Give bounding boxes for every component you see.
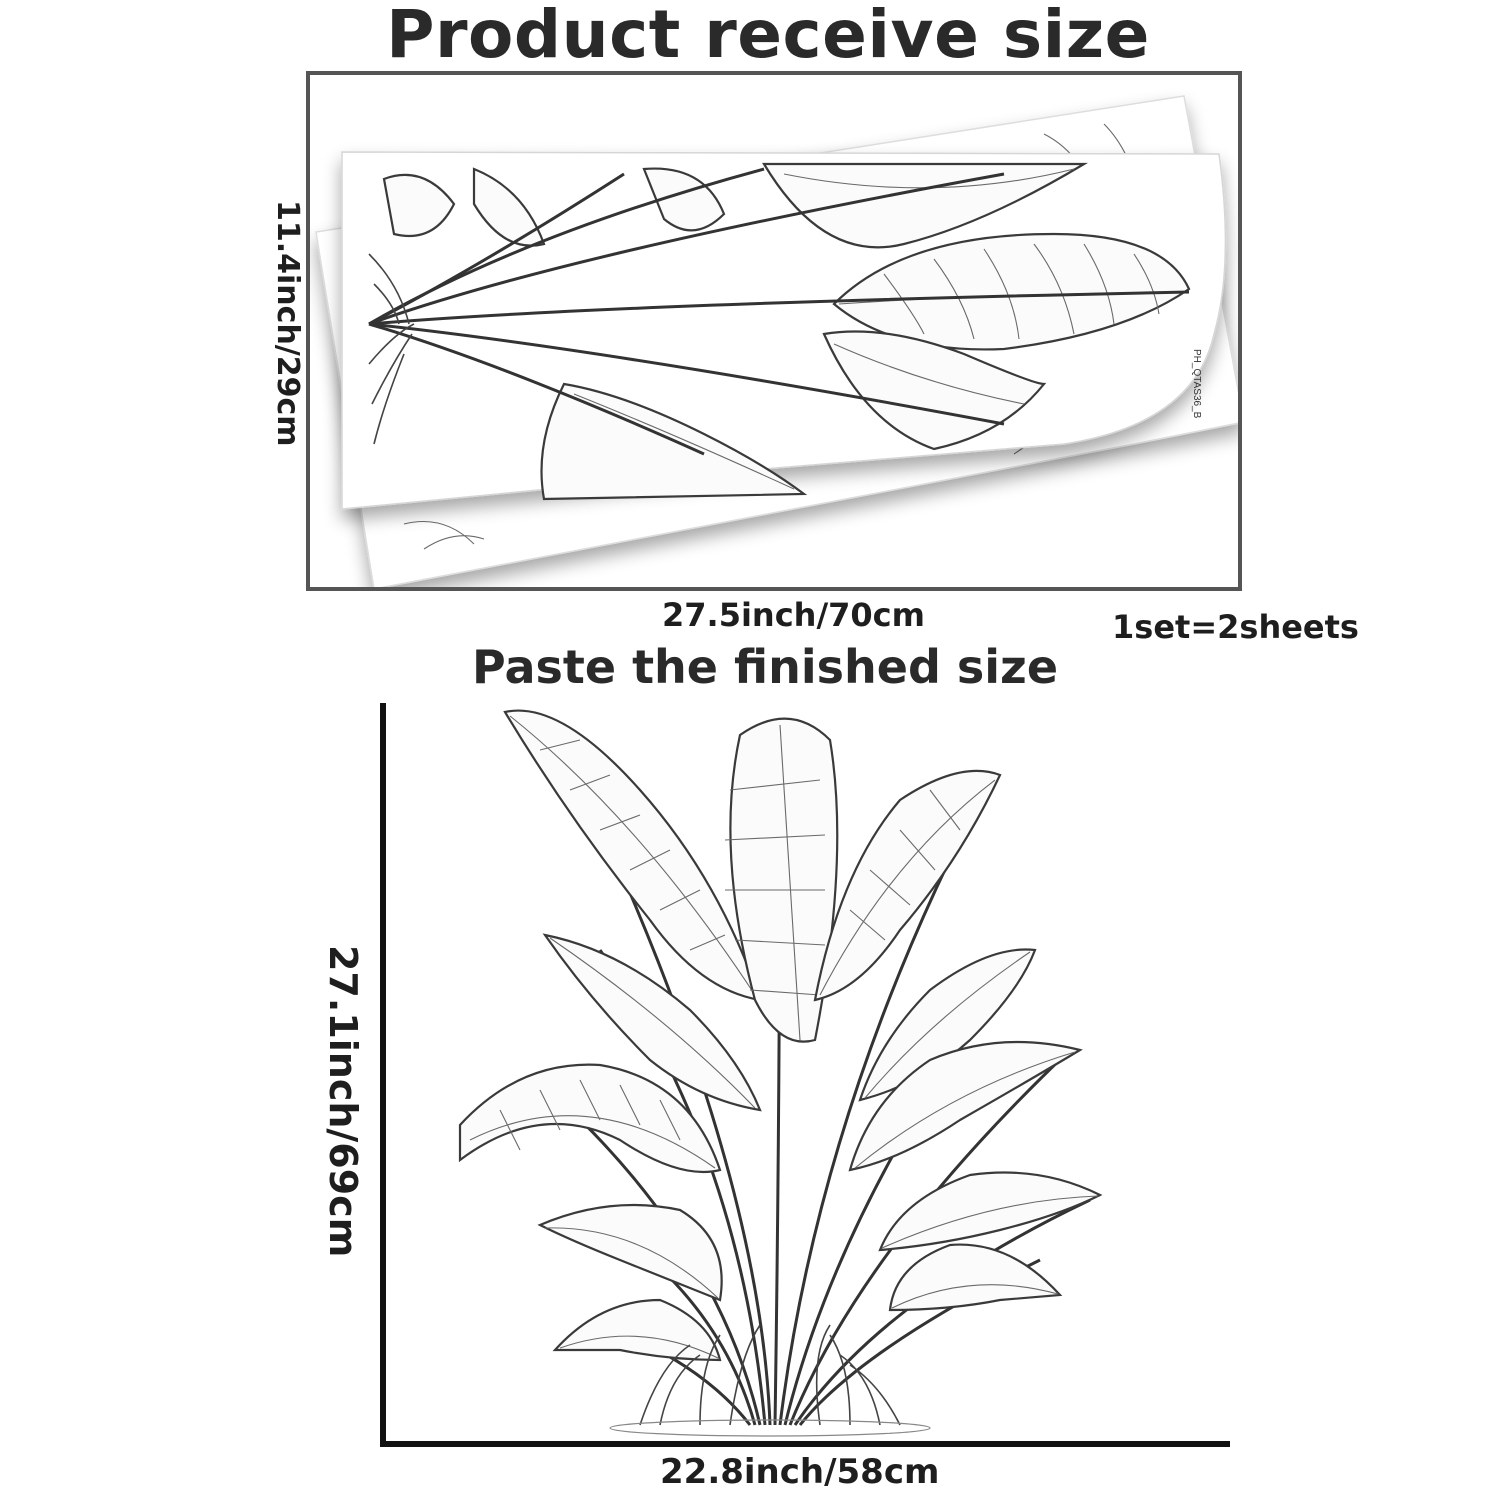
set-note: 1set=2sheets: [1112, 608, 1359, 646]
sticker-sheets-illustration: PH_QTAS36_B: [315, 95, 1238, 587]
leaf: [542, 933, 762, 1112]
sheet-leaves-drawing: [368, 162, 1191, 501]
leaf: [458, 1063, 722, 1174]
receive-width-label: 27.5inch/70cm: [662, 596, 925, 634]
leaf: [503, 709, 762, 1002]
finished-size-title: Paste the finished size: [471, 640, 1059, 694]
leaf: [888, 1243, 1063, 1312]
plant-leaves: [458, 709, 1103, 1362]
receive-frame: PH_QTAS36_B: [306, 71, 1242, 591]
receive-size-title: Product receive size: [386, 0, 1150, 73]
leaf: [537, 1203, 723, 1302]
plant-base-grass: [609, 1324, 931, 1437]
leaf: [552, 1298, 722, 1362]
leaf: [858, 948, 1037, 1102]
finished-width-label: 22.8inch/58cm: [660, 1452, 940, 1492]
leaf: [813, 769, 1002, 1002]
leaf: [848, 1040, 1083, 1172]
sheet-code-text: PH_QTAS36_B: [1191, 349, 1202, 419]
leaf: [729, 717, 839, 1043]
